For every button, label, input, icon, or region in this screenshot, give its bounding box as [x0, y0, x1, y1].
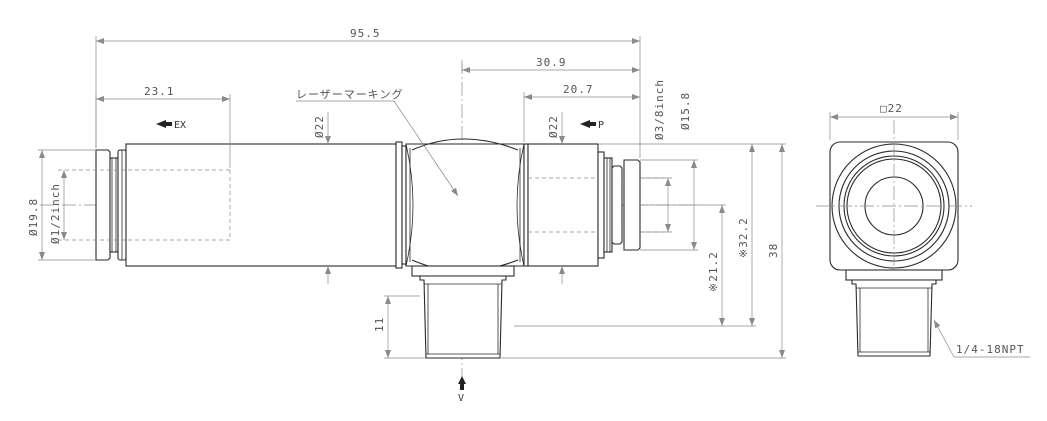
dim-thread-length: 11: [373, 317, 386, 332]
body-ring-left: [395, 141, 403, 269]
ex-collar-step: [109, 157, 119, 253]
side-npt-thread: [851, 279, 937, 357]
laser-marking-label: レーザーマーキング: [296, 87, 403, 101]
npt-thread: [419, 275, 507, 359]
dim-p-dia-tube: Ø3/8inch: [653, 79, 666, 140]
thread-collar: [411, 265, 515, 277]
dim-ex-dia-outer: Ø19.8: [27, 198, 40, 236]
dim-center-height: ※21.2: [707, 251, 720, 292]
p-collar-step: [597, 151, 605, 259]
dim-side-width: □22: [880, 102, 903, 115]
ex-body-tube: [125, 143, 397, 267]
p-body-tube: [527, 143, 599, 267]
side-view: □22 1/4-18NPT: [816, 102, 1030, 358]
ex-arrow-icon: [156, 120, 166, 128]
elbow-body: [405, 143, 525, 267]
dim-ex-tube-length: 23.1: [144, 85, 175, 98]
dim-p-dia-outer: Ø15.8: [679, 92, 692, 130]
dim-body-height: ※32.2: [737, 217, 750, 258]
dim-p-tube-length: 20.7: [563, 83, 594, 96]
dim-body-dia-p: Ø22: [547, 115, 560, 138]
front-view: EX P V レーザーマーキング: [40, 60, 700, 404]
thread-spec-label: 1/4-18NPT: [956, 343, 1025, 356]
dim-center-to-p: 30.9: [536, 56, 567, 69]
dim-body-dia-mid: Ø22: [313, 115, 326, 138]
p-release-collar: [623, 159, 641, 251]
p-arrow-icon: [580, 120, 590, 128]
v-arrow-icon: [458, 376, 466, 384]
dimensions: 95.5 30.9 20.7 23.1 Ø22 Ø22 Ø3/8inch Ø15…: [27, 27, 786, 359]
dim-total-height: 38: [767, 243, 780, 258]
ex-port-label: EX: [174, 120, 186, 131]
p-port-label: P: [598, 120, 604, 131]
dim-ex-dia-tube: Ø1/2inch: [49, 183, 62, 244]
v-port-label: V: [458, 393, 464, 404]
ex-release-collar: [95, 149, 111, 261]
dim-overall-length: 95.5: [350, 27, 381, 40]
